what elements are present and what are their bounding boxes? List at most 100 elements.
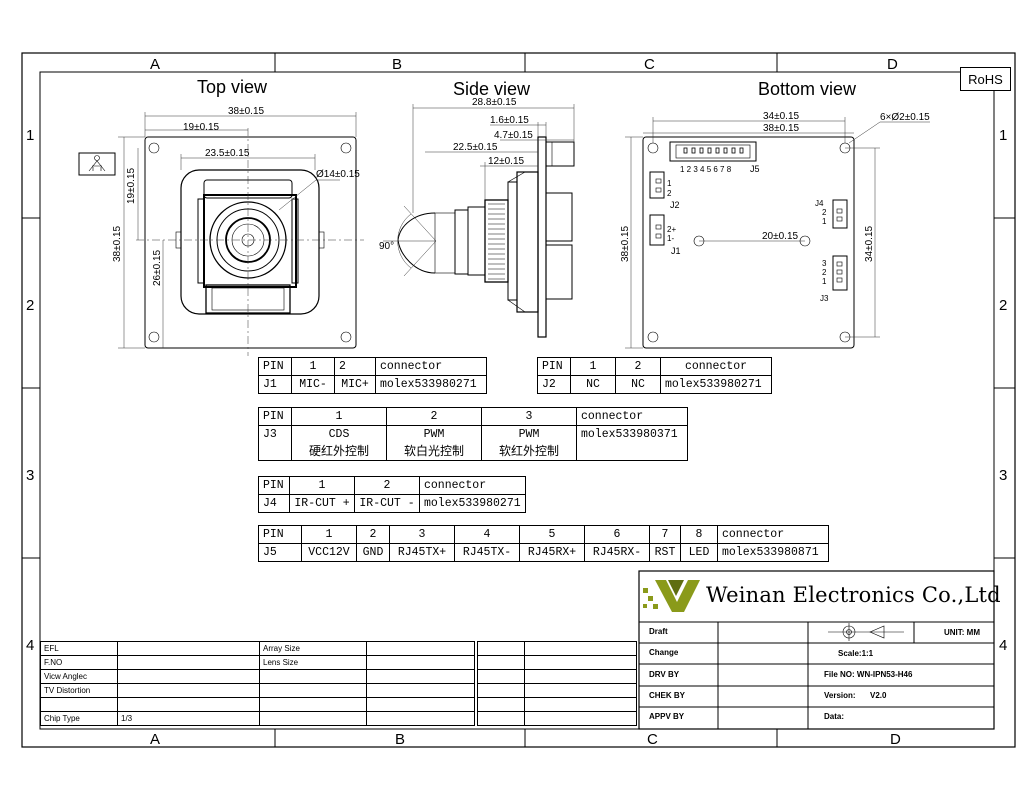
table-cell: molex533980871 bbox=[717, 543, 829, 562]
table-cell: RJ45TX+ bbox=[389, 543, 455, 562]
dim-side-total: 28.8±0.15 bbox=[472, 97, 517, 108]
table-cell: IR-CUT + bbox=[289, 494, 355, 513]
table-cell: PWM bbox=[386, 425, 482, 443]
table-row bbox=[259, 669, 475, 684]
table-cell: J1 bbox=[258, 375, 292, 394]
table-cell: PIN bbox=[258, 407, 292, 426]
dim-side-16: 1.6±0.15 bbox=[490, 115, 529, 126]
table-row bbox=[259, 697, 475, 712]
drv-by-label: DRV BY bbox=[649, 670, 680, 679]
top-view-title: Top view bbox=[197, 77, 268, 97]
table-cell bbox=[258, 443, 292, 461]
table-cell: PIN bbox=[258, 357, 292, 376]
table-cell: 4 bbox=[454, 525, 520, 544]
chek-by-label: CHEK BY bbox=[649, 691, 686, 700]
dim-top-v38: 38±0.15 bbox=[112, 225, 123, 262]
dim-bot-20: 20±0.15 bbox=[762, 231, 799, 242]
row-label-3-right: 3 bbox=[999, 467, 1007, 484]
table-cell: 1 bbox=[301, 525, 357, 544]
table-row bbox=[477, 655, 637, 670]
table-row: Lens Size bbox=[259, 655, 475, 670]
table-row: F.NO bbox=[40, 655, 260, 670]
j1-pin-1: 2+ bbox=[667, 225, 676, 234]
side-view-title: Side view bbox=[453, 79, 531, 99]
table-cell: 5 bbox=[519, 525, 585, 544]
row-label-2-right: 2 bbox=[999, 297, 1007, 314]
j1-label: J1 bbox=[671, 246, 681, 256]
j3-label: J3 bbox=[820, 294, 829, 303]
table-row: EFL bbox=[40, 641, 260, 656]
table-cell bbox=[366, 655, 475, 670]
j3-pin-2: 2 bbox=[822, 268, 827, 277]
dim-bot-v34: 34±0.15 bbox=[864, 225, 875, 262]
company-logo bbox=[643, 580, 700, 612]
table-cell bbox=[117, 683, 260, 698]
table-cell: PWM bbox=[481, 425, 577, 443]
pin-table-j2: PIN 1 2 connector J2 NC NC molex53398027… bbox=[537, 357, 772, 394]
table-cell: 2 bbox=[334, 357, 376, 376]
table-cell: 硬红外控制 bbox=[291, 443, 387, 461]
table-cell: RST bbox=[649, 543, 681, 562]
table-row: J5 VCC12V GND RJ45TX+ RJ45TX- RJ45RX+ RJ… bbox=[258, 543, 829, 562]
table-row: PIN 1 2 3 4 5 6 7 8 connector bbox=[258, 525, 829, 544]
j1-pin-2: 1- bbox=[667, 234, 674, 243]
table-cell: CDS bbox=[291, 425, 387, 443]
table-cell: PIN bbox=[537, 357, 571, 376]
table-row: Array Size bbox=[259, 641, 475, 656]
table-cell: 3 bbox=[389, 525, 455, 544]
rohs-badge: RoHS bbox=[960, 67, 1011, 91]
dim-top-v19: 19±0.15 bbox=[126, 167, 137, 204]
table-cell: 2 bbox=[354, 476, 420, 495]
dim-top-width: 38±0.15 bbox=[228, 106, 265, 117]
bottom-view-title: Bottom view bbox=[758, 79, 857, 99]
table-row: J2 NC NC molex533980271 bbox=[537, 375, 772, 394]
table-cell: PIN bbox=[258, 476, 290, 495]
dim-top-lens-frame: 23.5±0.15 bbox=[205, 148, 250, 159]
pin-table-j5: PIN 1 2 3 4 5 6 7 8 connector J5 VCC12V … bbox=[258, 525, 829, 562]
table-cell: 1 bbox=[291, 407, 387, 426]
table-cell: Chip Type bbox=[40, 711, 118, 726]
j5-label: J5 bbox=[750, 164, 760, 174]
table-cell: F.NO bbox=[40, 655, 118, 670]
table-cell: LED bbox=[680, 543, 718, 562]
table-row: TV Distortion bbox=[40, 683, 260, 698]
inner-frame bbox=[39, 71, 995, 730]
dim-side-12: 12±0.15 bbox=[488, 156, 525, 167]
table-row bbox=[477, 711, 637, 726]
table-cell: molex533980271 bbox=[419, 494, 526, 513]
table-cell: J4 bbox=[258, 494, 290, 513]
table-cell: molex533980271 bbox=[375, 375, 487, 394]
dim-bot-34: 34±0.15 bbox=[763, 111, 800, 122]
table-cell: RJ45RX+ bbox=[519, 543, 585, 562]
company-name: Weinan Electronics Co.,Ltd bbox=[706, 583, 1001, 607]
col-label-b-bottom: B bbox=[395, 731, 405, 748]
table-cell: MIC+ bbox=[334, 375, 376, 394]
table-row bbox=[477, 641, 637, 656]
table-cell: J2 bbox=[537, 375, 571, 394]
lens-info-table-mid: Array Size Lens Size bbox=[259, 641, 475, 726]
table-cell: IR-CUT - bbox=[354, 494, 420, 513]
table-cell: 1/3 bbox=[117, 711, 260, 726]
table-cell: PIN bbox=[258, 525, 302, 544]
table-row: PIN 1 2 connector bbox=[258, 476, 526, 495]
table-cell: TV Distortion bbox=[40, 683, 118, 698]
top-view-drawing bbox=[118, 112, 364, 356]
table-cell bbox=[40, 697, 118, 712]
table-row bbox=[259, 711, 475, 726]
table-row: PIN 1 2 connector bbox=[537, 357, 772, 376]
table-cell: RJ45TX- bbox=[454, 543, 520, 562]
col-label-b: B bbox=[392, 56, 402, 73]
table-cell: 8 bbox=[680, 525, 718, 544]
table-cell: 1 bbox=[570, 357, 616, 376]
table-cell: 2 bbox=[386, 407, 482, 426]
table-row: PIN 1 2 connector bbox=[258, 357, 487, 376]
dim-top-half: 19±0.15 bbox=[183, 122, 220, 133]
table-row: PIN 1 2 3 connector bbox=[258, 407, 688, 426]
table-cell bbox=[117, 669, 260, 684]
j2-label: J2 bbox=[670, 200, 680, 210]
row-label-4-right: 4 bbox=[999, 637, 1007, 654]
table-cell: NC bbox=[615, 375, 661, 394]
pin-table-j1: PIN 1 2 connector J1 MIC- MIC+ molex5339… bbox=[258, 357, 487, 394]
j2-pin-2: 2 bbox=[667, 189, 672, 198]
